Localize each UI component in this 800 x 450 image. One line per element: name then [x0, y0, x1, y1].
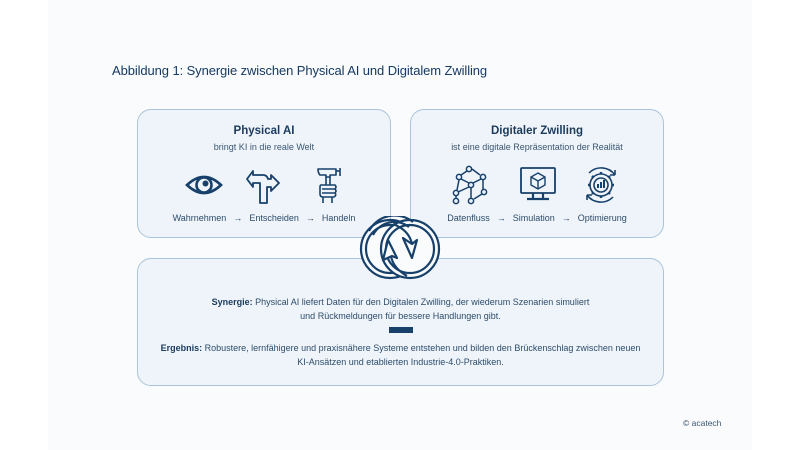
synergy-label: Synergie: — [211, 297, 253, 307]
step-optimierung: Optimierung — [577, 213, 627, 223]
divider-bar — [389, 327, 413, 333]
physical-ai-title: Physical AI — [233, 125, 295, 137]
step-wahrnehmen: Wahrnehmen — [172, 213, 227, 223]
gear-cycle-chart-icon — [581, 165, 621, 205]
physical-ai-subtitle: bringt KI in die reale Welt — [213, 142, 315, 152]
physical-ai-box: Physical AI bringt KI in die reale Welt … — [137, 109, 391, 238]
hand-hammer-icon — [308, 165, 348, 205]
synergy-line-1: Physical AI liefert Daten für den Digita… — [252, 297, 590, 307]
arrow-icon: → — [305, 213, 315, 223]
digital-twin-box: Digitaler Zwilling ist eine digitale Rep… — [410, 109, 664, 238]
result-text: Ergebnis: Robustere, lernfähigere und pr… — [138, 341, 663, 369]
step-entscheiden: Entscheiden — [249, 213, 299, 223]
arrow-icon: → — [561, 213, 571, 223]
digital-twin-title: Digitaler Zwilling — [490, 125, 583, 137]
fork-arrows-icon — [245, 165, 285, 205]
synergy-box: Synergie: Physical AI liefert Daten für … — [137, 258, 664, 386]
eye-icon — [184, 165, 224, 205]
synergy-line-2: und Rückmeldungen für bessere Handlungen… — [300, 311, 501, 321]
figure-title: Abbildung 1: Synergie zwischen Physical … — [112, 63, 488, 78]
result-line-2: KI-Ansätzen und etablierten Industrie-4.… — [297, 357, 504, 367]
arrow-icon: → — [496, 213, 506, 223]
synergy-text: Synergie: Physical AI liefert Daten für … — [138, 295, 663, 323]
result-label: Ergebnis: — [160, 343, 203, 353]
digital-twin-subtitle: ist eine digitale Repräsentation der Rea… — [451, 142, 623, 152]
monitor-cube-icon — [518, 165, 558, 205]
arrow-icon: → — [233, 213, 243, 223]
step-handeln: Handeln — [321, 213, 356, 223]
result-line-1: Robustere, lernfähigere und praxisnähere… — [202, 343, 641, 353]
digital-twin-steps: Datenfluss → Simulation → Optimierung — [411, 213, 663, 223]
interlocking-cycle-arrows-icon — [357, 216, 443, 282]
copyright-notice: © acatech — [683, 418, 722, 428]
data-flow-network-icon — [451, 165, 491, 205]
step-simulation: Simulation — [512, 213, 555, 223]
step-datenfluss: Datenfluss — [447, 213, 490, 223]
physical-ai-steps: Wahrnehmen → Entscheiden → Handeln — [138, 213, 390, 223]
